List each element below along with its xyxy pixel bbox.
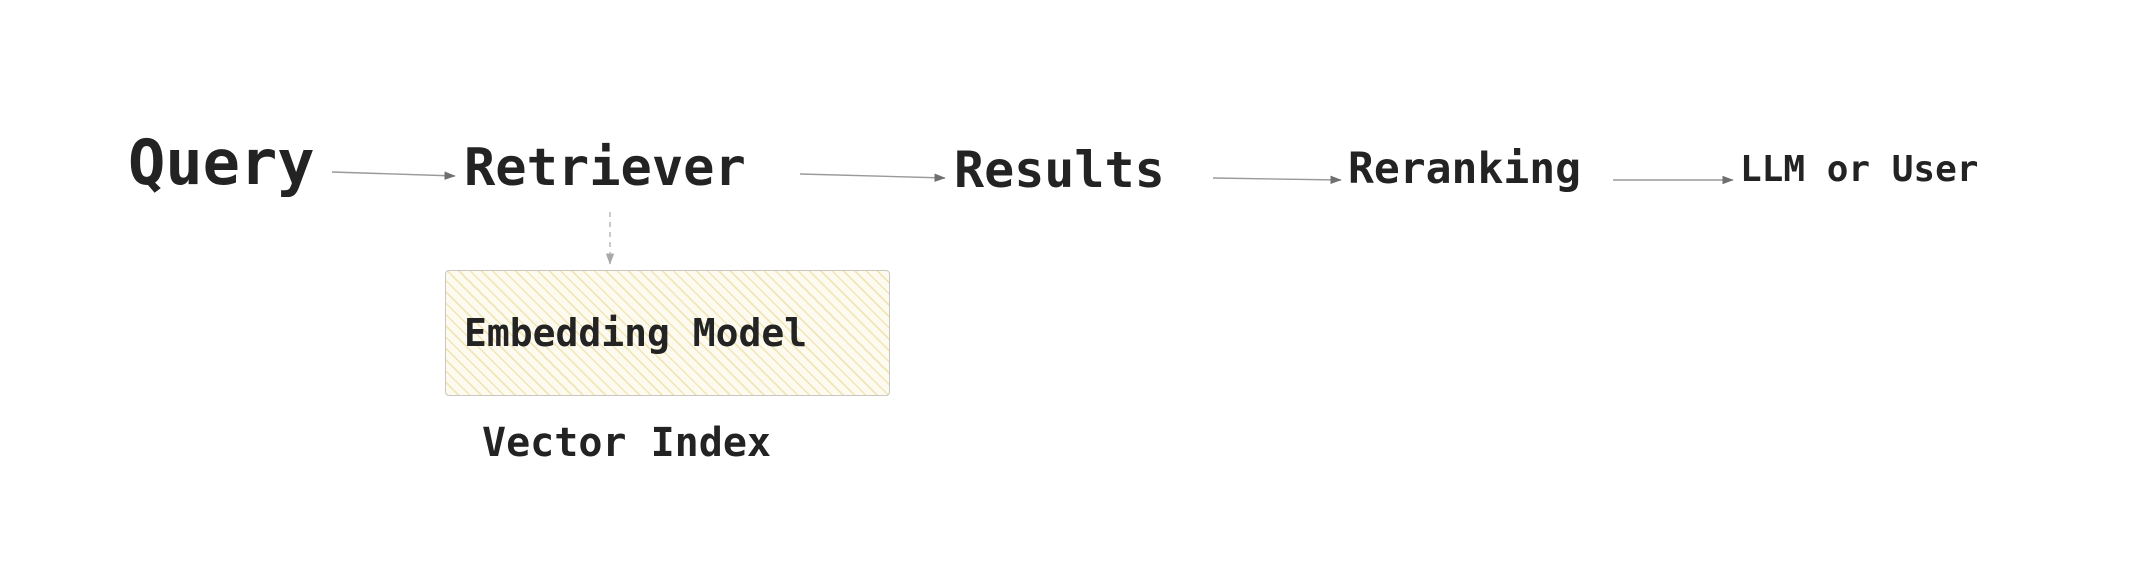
- edge-results-to-reranking: [1212, 175, 1342, 185]
- node-retriever[interactable]: Retriever: [464, 138, 746, 198]
- embedding-model-label: Embedding Model: [464, 311, 808, 355]
- node-results[interactable]: Results: [954, 141, 1165, 199]
- node-llm-or-user[interactable]: LLM or User: [1740, 149, 1979, 190]
- vector-index-caption: Vector Index: [482, 420, 771, 466]
- embedding-model-box[interactable]: Embedding Model: [445, 270, 890, 396]
- node-query[interactable]: Query: [128, 126, 315, 199]
- edge-retriever-to-results: [799, 173, 946, 182]
- node-reranking[interactable]: Reranking: [1348, 144, 1581, 194]
- edge-query-to-retriever: [331, 171, 456, 180]
